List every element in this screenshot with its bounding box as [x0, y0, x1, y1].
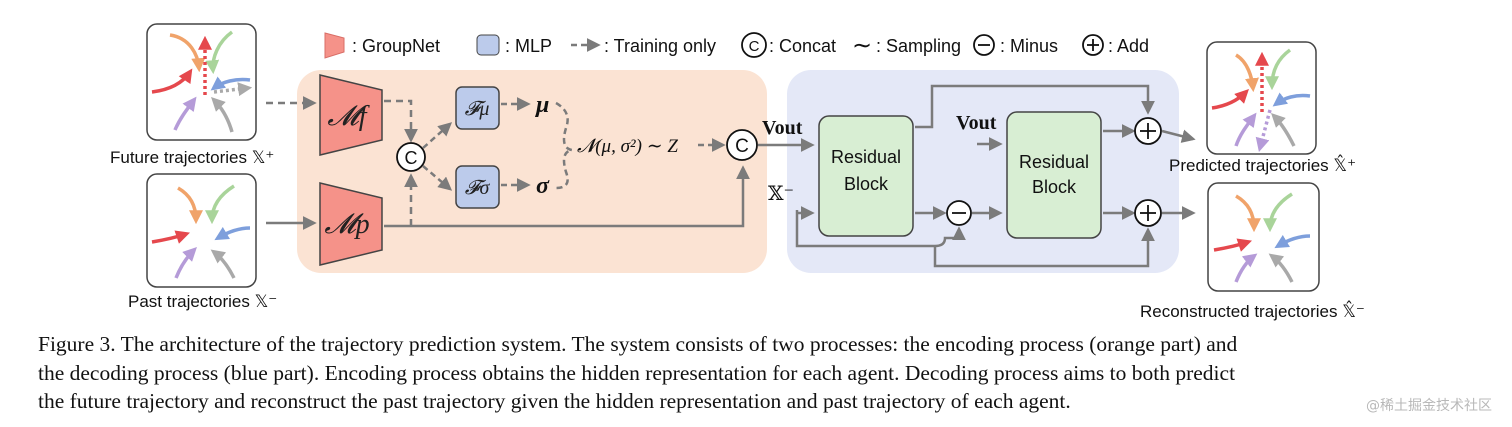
- block1-line1: Residual: [831, 147, 901, 167]
- mu-sigma-merge-line: [555, 101, 573, 190]
- encoder-concat-symbol: C: [405, 148, 418, 168]
- mp-to-decoder-line: [384, 165, 750, 228]
- encoder-region: [297, 70, 767, 273]
- block1-line2: Block: [844, 174, 889, 194]
- f-mu-block: [455, 86, 500, 130]
- sampling-expression: 𝓝(μ, σ²) ∼ Z: [577, 136, 678, 157]
- mp-label: 𝓜p: [324, 209, 369, 240]
- concat-to-fsigma-arrow: [422, 165, 453, 191]
- residual-block-1: [818, 115, 914, 237]
- legend-add-label: : Add: [1108, 36, 1149, 56]
- f-sigma-label: 𝓕σ: [465, 177, 491, 199]
- predicted-trajectories-label: Predicted trajectories 𝕏̂⁺: [1169, 153, 1356, 175]
- legend-sampling-symbol: ∼: [852, 32, 872, 59]
- x-minus-input-line: [795, 210, 935, 248]
- caption-line-1: Figure 3. The architecture of the trajec…: [38, 332, 1238, 356]
- f-sigma-block: [455, 165, 500, 209]
- block2-line2: Block: [1032, 177, 1077, 197]
- legend-minus-label: : Minus: [1000, 36, 1058, 56]
- groupnet-mp-block: [319, 182, 383, 266]
- legend-concat-symbol: C: [749, 38, 760, 55]
- future-trajectories-label: Future trajectories 𝕏⁺: [110, 148, 274, 167]
- concat-to-fmu-arrow: [422, 122, 453, 149]
- mf-to-concat-arrow: [384, 99, 418, 143]
- legend-sampling-label: : Sampling: [876, 36, 961, 56]
- encoder-concat-node: [396, 142, 426, 172]
- predicted-trajectories-panel: [1206, 41, 1317, 155]
- groupnet-legend-icon: [324, 32, 345, 59]
- f-mu-label: 𝓕μ: [465, 98, 490, 120]
- minus-legend-icon: [973, 34, 995, 56]
- reconstructed-trajectories-panel: [1207, 182, 1320, 292]
- reconstructed-trajectories-label: Reconstructed trajectories 𝕏̂⁻: [1140, 299, 1365, 321]
- block2-line1: Residual: [1019, 152, 1089, 172]
- groupnet-mf-block: [319, 74, 383, 156]
- decoder-input-concat-node: [726, 129, 758, 161]
- legend: : GroupNet : MLP : Training only C : Con…: [324, 32, 1149, 59]
- block1-to-add1-line: [915, 84, 1155, 129]
- legend-concat-label: : Concat: [769, 36, 836, 56]
- x-minus-label: 𝕏⁻: [768, 183, 794, 205]
- vout-label-2: Vout: [956, 112, 997, 134]
- caption-line-3: the future trajectory and reconstruct th…: [38, 389, 1071, 413]
- x-minus-to-minus-arrow: [934, 226, 966, 248]
- legend-training-label: : Training only: [604, 36, 716, 56]
- mf-label: 𝓜f: [327, 101, 369, 132]
- past-trajectories-panel: [146, 173, 257, 288]
- vout-label-1: Vout: [762, 117, 803, 139]
- mlp-legend-icon: [476, 34, 500, 56]
- mu-label: μ: [534, 92, 549, 118]
- legend-groupnet-label: : GroupNet: [352, 36, 440, 56]
- past-trajectories-label: Past trajectories 𝕏⁻: [128, 292, 277, 311]
- architecture-diagram: : GroupNet : MLP : Training only C : Con…: [110, 23, 1365, 321]
- legend-mlp-label: : MLP: [505, 36, 552, 56]
- sigma-label: σ: [536, 173, 550, 199]
- watermark: @稀土掘金技术社区: [1366, 398, 1492, 414]
- add1-to-output-arrow: [1161, 129, 1196, 143]
- future-trajectories-panel: [146, 23, 257, 141]
- residual-block-2: [1006, 111, 1102, 239]
- figure-caption: Figure 3. The architecture of the trajec…: [38, 330, 1478, 416]
- decoder-input-concat-symbol: C: [735, 136, 749, 157]
- x-minus-to-add2-line: [933, 227, 1155, 268]
- add-legend-icon: [1082, 34, 1104, 56]
- caption-line-2: the decoding process (blue part). Encodi…: [38, 360, 1236, 385]
- concat-legend-icon: [741, 32, 767, 58]
